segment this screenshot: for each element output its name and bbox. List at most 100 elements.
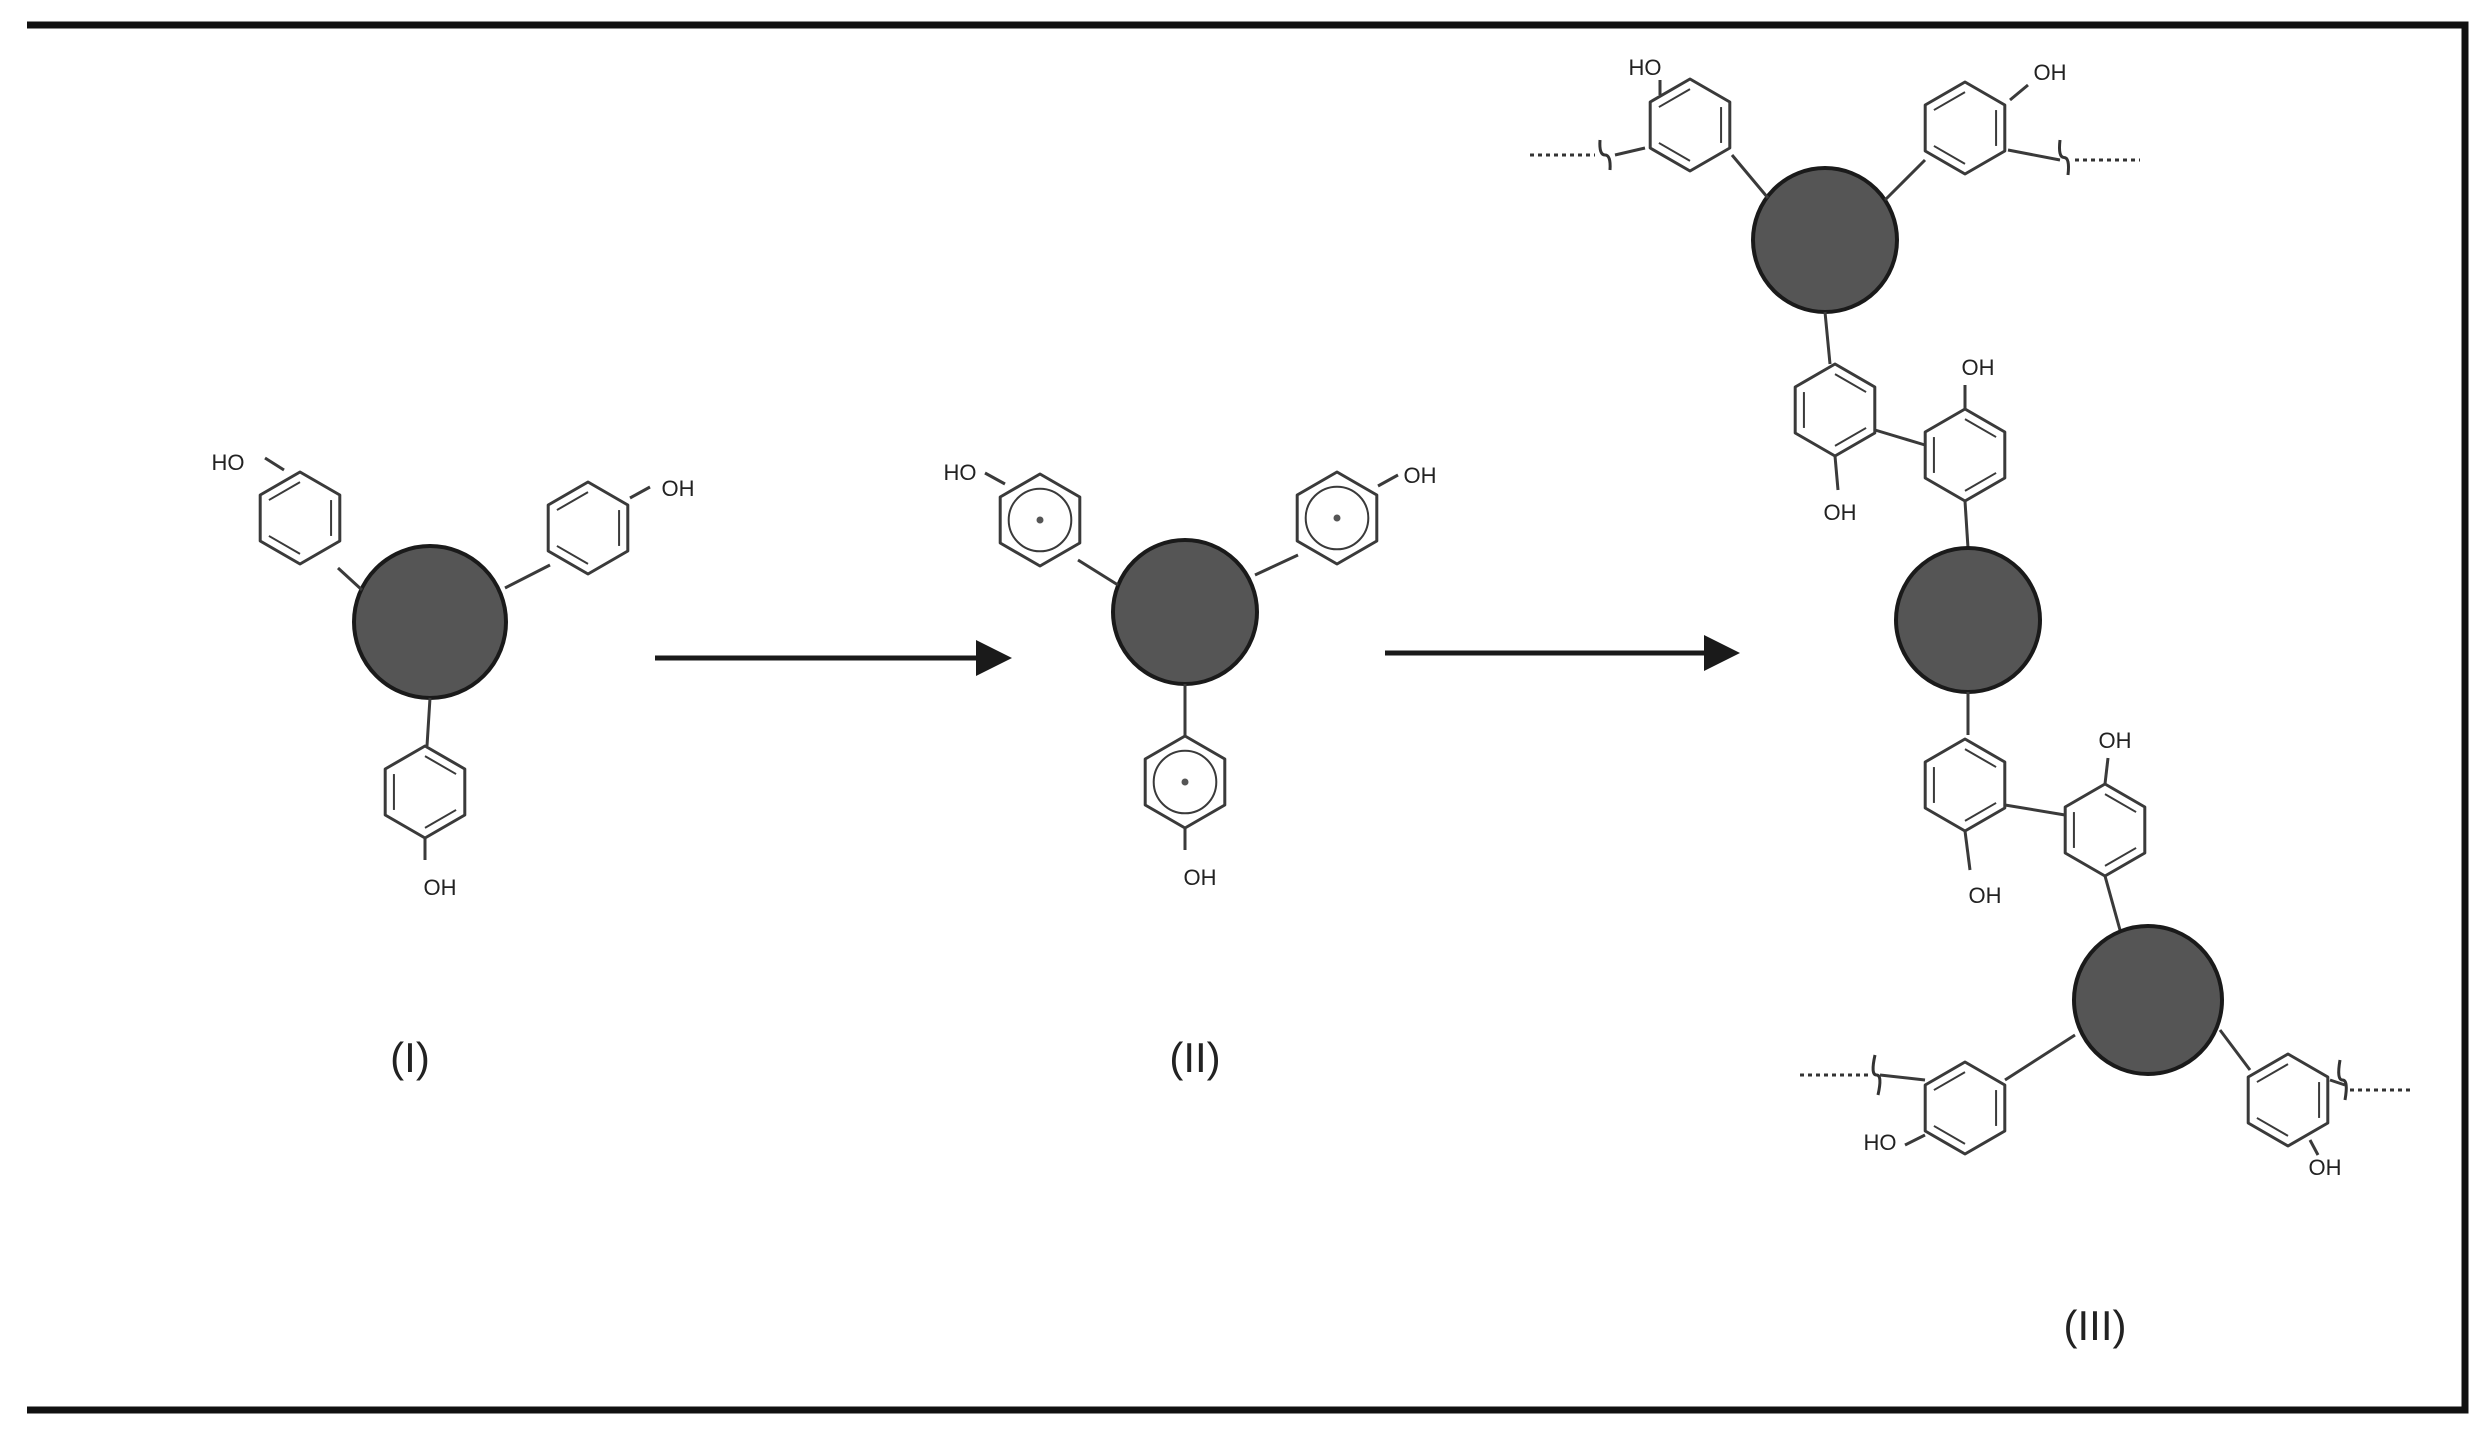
hydroxyl-label: OH bbox=[1962, 355, 1995, 380]
core-particle bbox=[1751, 166, 1899, 314]
reaction-arrow-2-head bbox=[1704, 635, 1740, 671]
linkage-bond bbox=[2329, 1078, 2346, 1087]
hydroxyl-label: OH bbox=[662, 476, 695, 501]
stage-label-i: (I) bbox=[390, 1034, 430, 1081]
double-bond bbox=[1658, 88, 1691, 108]
hydroxyl-bond bbox=[264, 456, 285, 472]
hydroxyl-label: HO bbox=[944, 460, 977, 485]
aryl-bond bbox=[1883, 158, 1927, 202]
hydroxyl-label: OH bbox=[424, 875, 457, 900]
double-bond bbox=[1964, 472, 1997, 492]
benzene-ring bbox=[1923, 737, 2007, 833]
double-bond bbox=[268, 535, 301, 555]
double-bond bbox=[1964, 802, 1997, 822]
delocalized-ring-circle bbox=[1304, 485, 1370, 551]
hydroxyl-label: OH bbox=[2034, 60, 2067, 85]
hydroxyl-bond bbox=[984, 471, 1006, 486]
radical-dot bbox=[1036, 516, 1044, 524]
double-bond bbox=[1964, 748, 1997, 768]
aryl-bond bbox=[504, 563, 551, 590]
double-bond bbox=[1834, 373, 1867, 393]
double-bond bbox=[268, 481, 301, 501]
hydroxyl-label: OH bbox=[1969, 883, 2002, 908]
aryl-bond bbox=[1963, 500, 1970, 549]
core-particle bbox=[1894, 546, 2042, 694]
reaction-arrow-1-head bbox=[976, 640, 1012, 676]
aryl-bond bbox=[1077, 558, 1119, 587]
hydroxyl-bond bbox=[2009, 83, 2029, 102]
aryl-bond bbox=[2103, 875, 2122, 931]
hydroxyl-label: HO bbox=[1629, 55, 1662, 80]
aryl-bond bbox=[2004, 1033, 2076, 1082]
benzene-ring bbox=[546, 480, 630, 576]
hydroxyl-label: OH bbox=[1404, 463, 1437, 488]
benzene-ring bbox=[1923, 80, 2007, 176]
double-bond bbox=[556, 545, 589, 565]
double-bond bbox=[1933, 91, 1966, 111]
core-particle bbox=[2072, 924, 2224, 1076]
hydroxyl-bond bbox=[1377, 473, 1399, 488]
hydroxyl-bond bbox=[2103, 757, 2110, 785]
aryl-bond bbox=[425, 697, 432, 747]
double-bond bbox=[556, 491, 589, 511]
double-bond bbox=[1834, 427, 1867, 447]
linkage-bond bbox=[1879, 1073, 1926, 1082]
wavy-bond-break bbox=[2058, 139, 2070, 176]
benzene-ring bbox=[1793, 362, 1877, 458]
wavy-bond-break bbox=[2337, 1059, 2348, 1101]
stage-label-ii: (II) bbox=[1169, 1034, 1220, 1081]
aryl-bond bbox=[1254, 553, 1299, 577]
double-bond bbox=[2104, 793, 2137, 813]
benzene-ring bbox=[1923, 1060, 2007, 1156]
arrow-layer bbox=[655, 635, 1740, 676]
benzene-ring bbox=[383, 744, 467, 840]
biaryl-bond bbox=[2004, 803, 2066, 817]
aryl-bond bbox=[1730, 154, 1770, 199]
double-bond bbox=[1933, 145, 1966, 165]
double-bond bbox=[424, 755, 457, 775]
benzene-ring bbox=[2246, 1052, 2330, 1148]
double-bond bbox=[2256, 1063, 2289, 1083]
label-layer: (I) (II) (III) bbox=[390, 1034, 2126, 1349]
hydroxyl-bond bbox=[1904, 1133, 1926, 1147]
double-bond bbox=[424, 809, 457, 829]
double-bond bbox=[1658, 142, 1691, 162]
double-bond bbox=[1933, 1071, 1966, 1091]
figure-frame bbox=[27, 21, 2469, 1414]
benzene-ring bbox=[2063, 782, 2147, 878]
hydroxyl-bond bbox=[1963, 830, 1972, 871]
linkage-bond bbox=[2007, 148, 2061, 162]
double-bond bbox=[2104, 847, 2137, 867]
double-bond bbox=[2256, 1117, 2289, 1137]
hydroxyl-label: OH bbox=[1184, 865, 1217, 890]
aryl-bond bbox=[2218, 1029, 2252, 1071]
benzene-ring bbox=[1923, 407, 2007, 503]
hydroxyl-label: OH bbox=[2099, 728, 2132, 753]
linkage-bond bbox=[1614, 146, 1646, 157]
biaryl-bond bbox=[1874, 428, 1926, 447]
stage-label-iii: (III) bbox=[2064, 1302, 2127, 1349]
wavy-bond-break bbox=[1598, 139, 1612, 171]
delocalized-ring-circle bbox=[1152, 749, 1218, 815]
double-bond bbox=[1933, 1125, 1966, 1145]
hydroxyl-label: HO bbox=[212, 450, 245, 475]
hydroxyl-label: OH bbox=[1824, 500, 1857, 525]
hydroxyl-label: HO bbox=[1864, 1130, 1897, 1155]
aryl-bond bbox=[336, 566, 364, 592]
hydroxyl-bond bbox=[629, 485, 651, 500]
delocalized-ring-circle bbox=[1007, 487, 1073, 553]
benzene-ring bbox=[1648, 77, 1732, 173]
aryl-bond bbox=[1823, 311, 1832, 365]
core-particle bbox=[352, 544, 508, 700]
core-particle bbox=[1111, 538, 1259, 686]
hydroxyl-bond bbox=[2308, 1139, 2320, 1156]
benzene-ring bbox=[1295, 470, 1379, 566]
radical-dot bbox=[1181, 778, 1189, 786]
benzene-ring bbox=[258, 470, 342, 566]
benzene-ring bbox=[998, 472, 1082, 568]
radical-dot bbox=[1333, 514, 1341, 522]
double-bond bbox=[1964, 418, 1997, 438]
wavy-bond-break bbox=[1871, 1054, 1882, 1096]
